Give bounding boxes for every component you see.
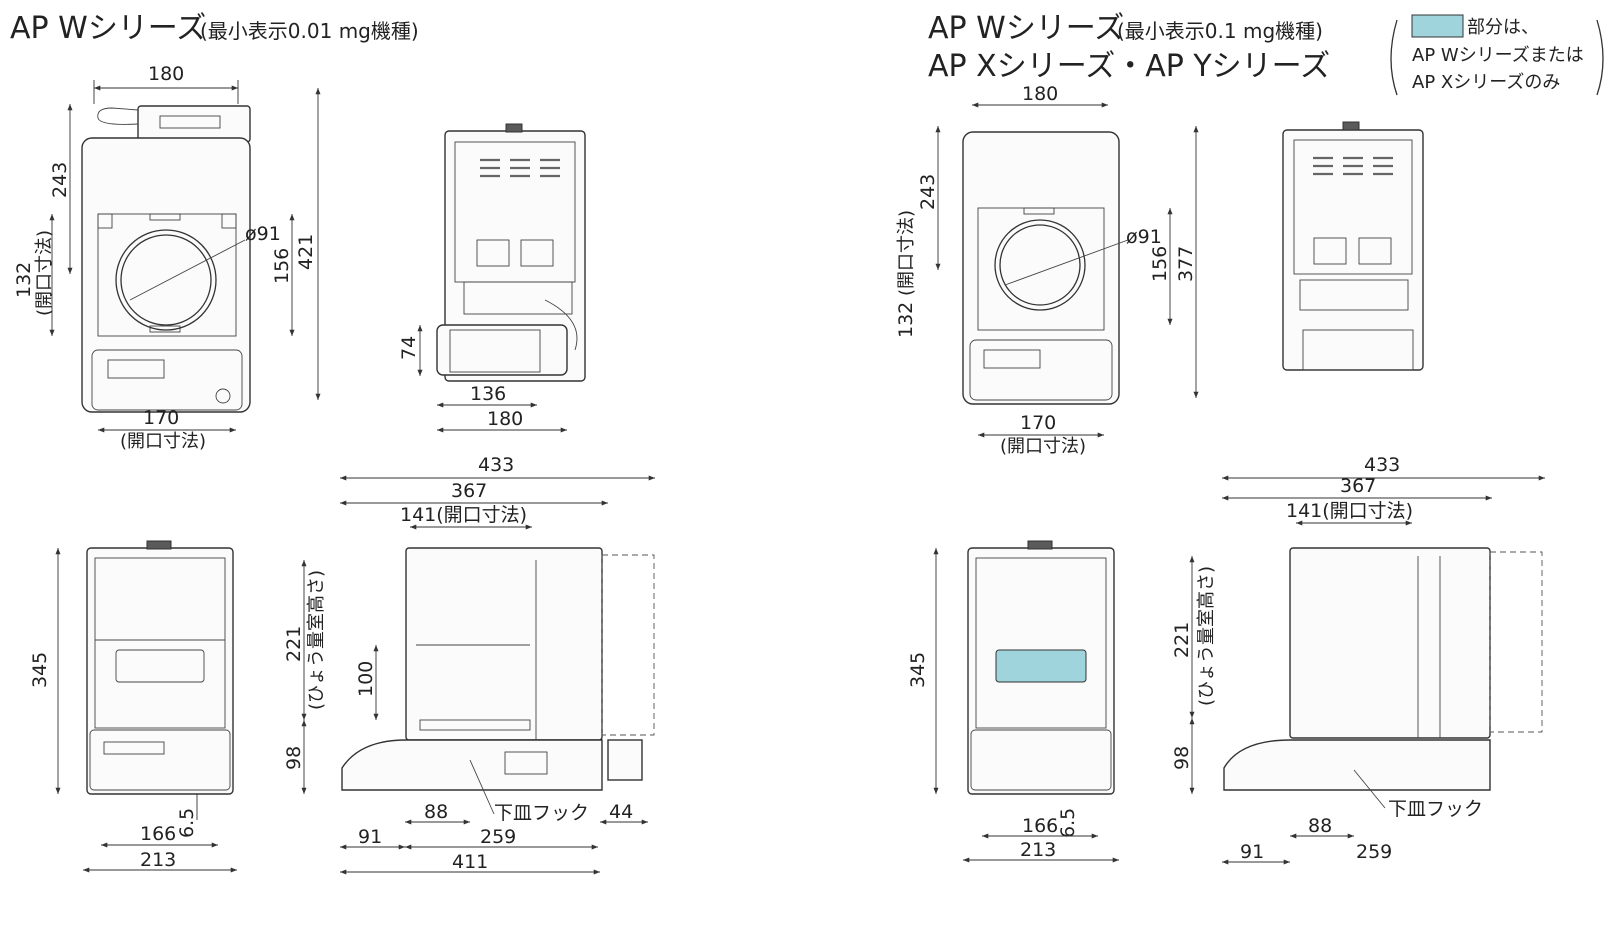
ls2-dim-100: 100 [355,661,377,697]
ls2-dim-259: 259 [480,826,516,848]
ls-dim-74: 74 [398,336,420,360]
lf-dim-243: 243 [49,162,71,198]
rs-hook: 下皿フック [1388,798,1483,820]
right-front-view: ø91 180 243 132 (開口寸法) 156 377 170 (開口寸法… [895,83,1199,457]
lb-dim-6-5: 6.5 [176,808,198,838]
rf-opening-vert: (開口寸法) [896,210,917,296]
legend-line2: AP Wシリーズまたは [1412,45,1584,66]
rf-opening: (開口寸法) [1000,436,1086,457]
ls2-dim-141: 141(開口寸法) [400,504,527,526]
rb-dim-166: 166 [1022,815,1058,837]
ls2-dim-88: 88 [424,801,448,823]
legend-line1: 部分は、 [1467,17,1539,38]
highlight-panel [995,649,1087,683]
lb-dim-345: 345 [29,652,51,688]
rs-dim-259: 259 [1356,841,1392,863]
ls2-dim-411: 411 [452,851,488,873]
rs-dim-88: 88 [1308,815,1332,837]
right-rear-view [1282,121,1424,371]
lf-dim-132: 132 [13,262,35,298]
rf-dim-243: 243 [917,174,939,210]
rs-dim-141: 141(開口寸法) [1286,500,1413,522]
rs-dim-433: 433 [1364,454,1400,476]
lf-dim-170: 170 [143,407,179,429]
ls2-hook: 下皿フック [494,802,589,824]
ls2-dim-44: 44 [609,801,633,823]
right-subtitle: (最小表示0.1 mg機種) [1117,19,1323,43]
left-bottom-side-view: 433 367 141(開口寸法) 221 (ひょう量室高さ) 100 98 8… [283,454,655,875]
rs-dim-367: 367 [1340,475,1376,497]
right-title-line2: AP Xシリーズ・AP Yシリーズ [928,49,1330,84]
ls2-dim-367: 367 [451,480,487,502]
legend-swatch [1411,14,1464,38]
lb-dim-166: 166 [140,823,176,845]
lf-dim-156: 156 [271,248,293,284]
lf-opening-vert: (開口寸法) [34,230,55,316]
left-bottom-front-view: 345 6.5 166 213 [29,540,237,873]
rf-dim-132: 132 [895,302,917,338]
left-rear-view: 74 136 180 [398,123,586,433]
ls-dim-180: 180 [487,408,523,430]
ls2-dim-98: 98 [283,746,305,770]
lf-dim-180: 180 [148,63,184,85]
rf-dim-170: 170 [1020,412,1056,434]
left-front-dia-label: ø91 [245,223,281,245]
ls2-dim-91: 91 [358,826,382,848]
rf-dia-label: ø91 [1126,226,1162,248]
right-bottom-side-view: 433 367 141(開口寸法) 221 (ひょう量室高さ) 98 88 下皿… [1171,454,1545,865]
ls2-dim-433: 433 [478,454,514,476]
rf-dim-180: 180 [1022,83,1058,105]
ls-dim-136: 136 [470,383,506,405]
rs-dim-91: 91 [1240,841,1264,863]
rb-dim-6-5: 6.5 [1057,808,1079,838]
left-front-view: ø91 180 243 132 (開口寸法) 156 421 170 (開口寸法… [13,63,321,452]
ls2-dim-221: 221 [283,626,305,662]
rf-dim-377: 377 [1175,246,1197,282]
left-title: AP Wシリーズ [10,11,206,46]
lb-dim-213: 213 [140,849,176,871]
rf-dim-156: 156 [1149,246,1171,282]
rs-weigh-height: (ひょう量室高さ) [1196,566,1217,706]
lf-dim-421: 421 [295,234,317,270]
rb-dim-213: 213 [1020,839,1056,861]
ls2-weigh-height: (ひょう量室高さ) [306,570,327,710]
rb-dim-345: 345 [907,652,929,688]
right-title: AP Wシリーズ [928,11,1124,46]
lf-opening: (開口寸法) [120,431,206,452]
legend: 部分は、 AP Wシリーズまたは AP Xシリーズのみ [1390,14,1604,96]
legend-line3: AP Xシリーズのみ [1412,72,1560,93]
right-bottom-front-view: 345 6.5 166 213 [907,540,1119,863]
left-subtitle: (最小表示0.01 mg機種) [200,19,419,43]
rs-dim-98: 98 [1171,746,1193,770]
rs-dim-221: 221 [1171,622,1193,658]
